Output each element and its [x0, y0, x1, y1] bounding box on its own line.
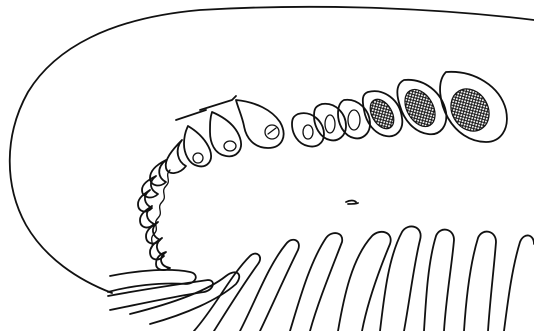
- center-blip: [346, 201, 358, 205]
- bottom-loops: [108, 226, 534, 331]
- upper-lobes: [176, 72, 507, 167]
- outer-outline: [10, 7, 534, 293]
- fringe-series: [138, 140, 186, 270]
